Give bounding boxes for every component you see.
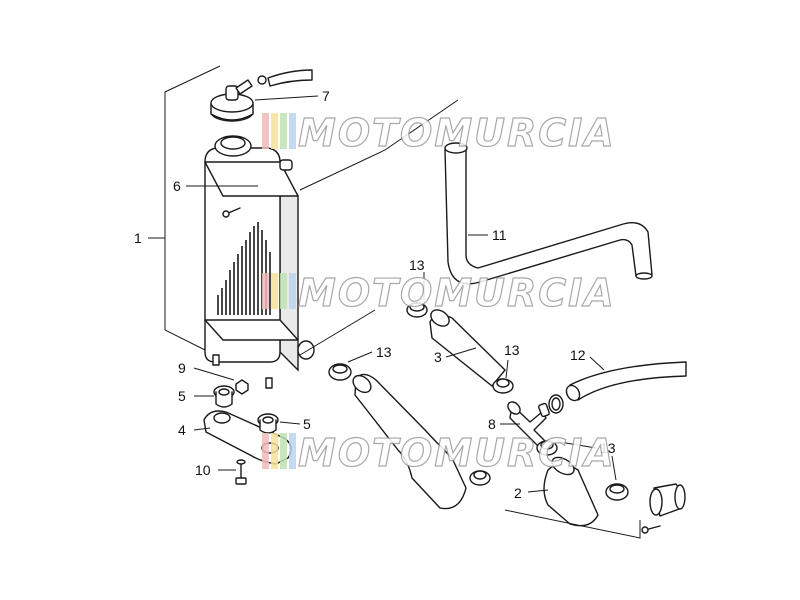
callout-13-top: 13 — [409, 257, 425, 273]
watermark-stripe — [271, 273, 278, 309]
callout-11: 11 — [492, 227, 507, 243]
rubber-grommet-left — [213, 385, 235, 408]
callout-7: 7 — [322, 88, 330, 104]
clamp-upper-left — [406, 302, 428, 318]
watermark-top: MOTOMURCIA — [262, 110, 616, 156]
watermark-stripe — [262, 273, 269, 309]
hose-11 — [444, 142, 653, 285]
callout-2: 2 — [514, 485, 522, 501]
watermark-stripe — [262, 113, 269, 149]
callout-10: 10 — [195, 462, 211, 478]
t-fitting — [507, 401, 551, 453]
watermark-bottom: MOTOMURCIA — [262, 430, 616, 476]
clamp-bottom-right — [605, 483, 629, 501]
watermark-stripe — [271, 433, 278, 469]
watermark-stripe — [271, 113, 278, 149]
hose-clamps — [328, 302, 629, 501]
watermark-stripe — [289, 113, 296, 149]
callout-3: 3 — [434, 349, 442, 365]
callout-5-right: 5 — [303, 416, 311, 432]
watermark-stripe — [280, 113, 287, 149]
callout-1: 1 — [134, 230, 142, 246]
hose-2-right — [543, 456, 599, 527]
leader-lines — [186, 95, 641, 539]
watermark-stripe — [289, 273, 296, 309]
watermark-stripe — [289, 433, 296, 469]
callout-4: 4 — [178, 422, 186, 438]
clamp-bottom-mid — [469, 470, 491, 486]
hose-2-left — [352, 373, 467, 510]
radiator-group-bracket — [148, 65, 221, 356]
bolt-10 — [235, 459, 247, 485]
callout-labels: 1 2 3 4 5 5 6 7 8 9 10 11 12 13 13 13 13 — [134, 88, 616, 501]
watermark-text: MOTOMURCIA — [298, 271, 616, 315]
watermark-stripe — [262, 433, 269, 469]
nut — [235, 379, 249, 395]
radiator-fins — [217, 222, 271, 315]
callout-13-left: 13 — [376, 344, 392, 360]
radiator — [204, 135, 315, 389]
clamp-tee — [536, 440, 558, 456]
clamp-right-upper — [548, 394, 564, 414]
radiator-cap — [210, 69, 313, 122]
rubber-grommet-right — [257, 413, 279, 434]
watermark-stripe — [280, 273, 287, 309]
callout-12: 12 — [570, 347, 586, 363]
watermark-middle: MOTOMURCIA — [262, 270, 616, 316]
hose-3 — [429, 309, 506, 387]
watermark-text: MOTOMURCIA — [298, 431, 616, 475]
callout-13-right: 13 — [600, 440, 616, 456]
callout-13-mid: 13 — [504, 342, 520, 358]
thermostat-housing — [641, 483, 686, 534]
watermark-stripe — [280, 433, 287, 469]
clamp-mid-left — [328, 363, 352, 381]
hose-12 — [565, 361, 687, 402]
clamp-mid — [492, 378, 514, 394]
callout-6: 6 — [173, 178, 181, 194]
callout-5-left: 5 — [178, 388, 186, 404]
callout-9: 9 — [178, 360, 186, 376]
watermark-text: MOTOMURCIA — [298, 111, 616, 155]
callout-8: 8 — [488, 416, 496, 432]
